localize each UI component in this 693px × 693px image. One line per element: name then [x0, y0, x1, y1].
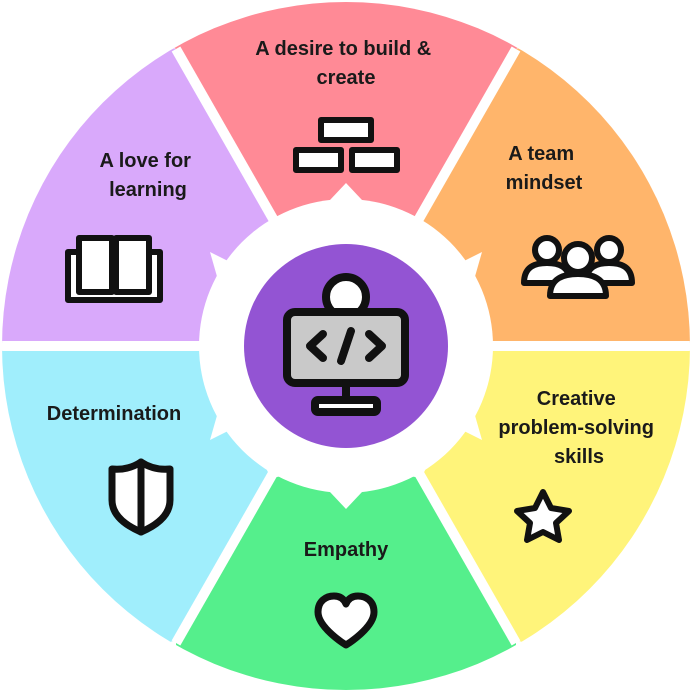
label-problem: Creative problem-solving skills [498, 388, 659, 468]
star-icon [514, 489, 572, 543]
shield-icon [108, 458, 174, 536]
segment-labels: A desire to build & create A team mindse… [47, 38, 659, 561]
open-book-icon [65, 235, 163, 303]
people-group-icon [521, 235, 635, 299]
label-team: A team mindset [506, 143, 583, 194]
heart-icon [314, 592, 378, 649]
segment-dividers [2, 46, 690, 646]
computer-code-icon [283, 273, 409, 416]
label-build: A desire to build & create [255, 38, 437, 89]
label-learning: A love for learning [99, 150, 196, 201]
bricks-icon [293, 117, 400, 173]
label-empathy: Empathy [304, 539, 389, 561]
label-determination: Determination [47, 403, 181, 425]
segment-empathy-bg [176, 465, 516, 690]
